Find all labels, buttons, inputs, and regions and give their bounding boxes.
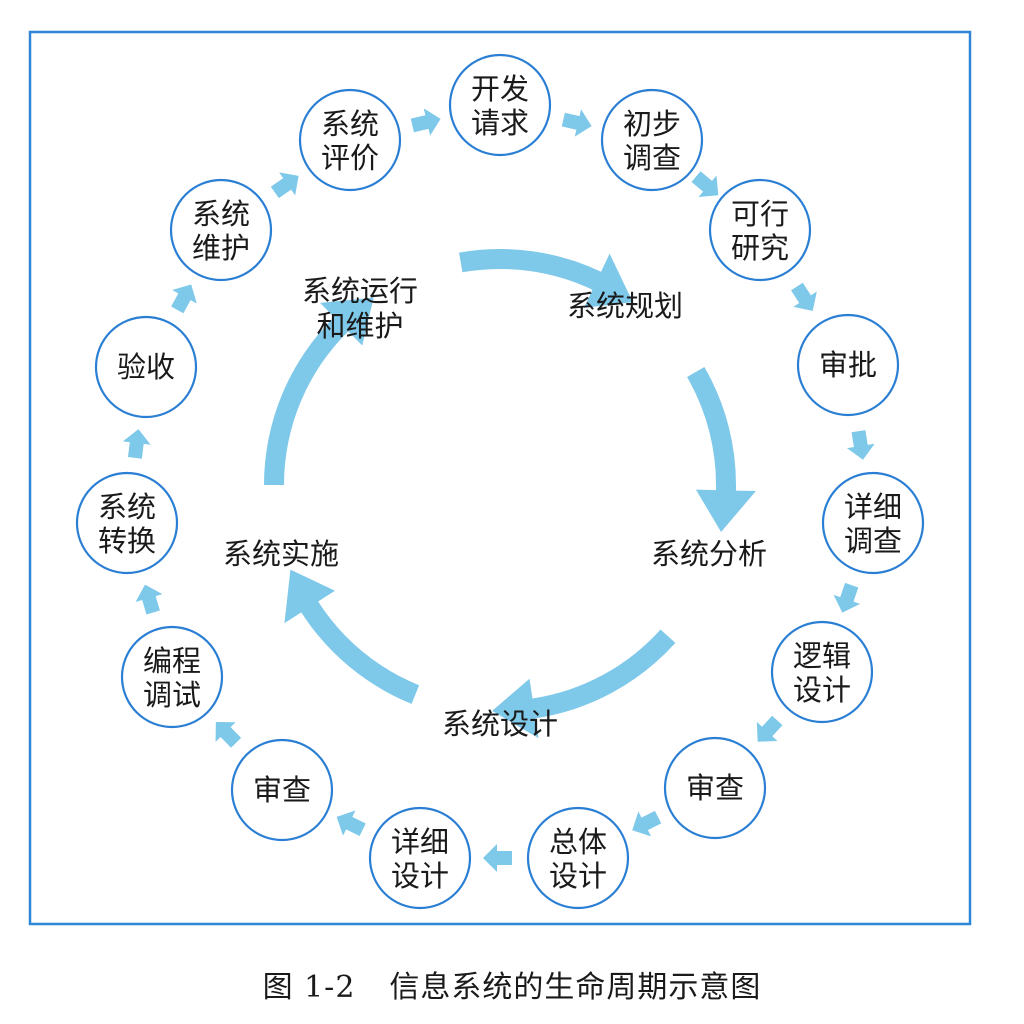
stage-node-label: 系统	[321, 107, 379, 141]
phase-arrow	[284, 569, 420, 704]
stage-node-label: 详细	[844, 490, 902, 524]
caption-number: 图 1-2	[262, 970, 356, 1005]
stage-node-label: 调试	[143, 678, 201, 712]
stage-arrow	[632, 810, 662, 837]
stage-arrows	[122, 108, 875, 872]
stage-node-circle	[120, 625, 224, 729]
stage-node-label: 维护	[192, 231, 250, 265]
stage-node-label: 转换	[98, 524, 156, 558]
stage-node-label: 请求	[471, 106, 529, 140]
stage-node-label: 调查	[623, 141, 681, 175]
stage-node-label: 审查	[253, 773, 311, 807]
stage-arrow	[135, 584, 163, 615]
stage-node: 审查	[663, 736, 767, 840]
stage-arrow	[483, 844, 512, 872]
stage-arrow	[756, 715, 783, 742]
stage-node-label: 研究	[731, 231, 789, 265]
stage-node-label: 系统	[192, 197, 250, 231]
stage-node-label: 编程	[143, 644, 201, 678]
stage-node-circle	[230, 738, 334, 842]
phase-operation-label-line1: 系统运行	[302, 274, 418, 308]
stage-node-label: 详细	[391, 825, 449, 859]
stage-arrow	[791, 282, 817, 311]
stage-node-label: 评价	[321, 141, 379, 175]
stage-node-circle	[169, 178, 273, 282]
stage-arrow	[215, 722, 242, 748]
stage-node-label: 设计	[793, 673, 851, 707]
stage-node-label: 系统	[98, 490, 156, 524]
stage-node-label: 可行	[731, 197, 789, 231]
caption-title: 信息系统的生命周期示意图	[389, 970, 762, 1005]
stage-nodes: 开发请求初步调查可行研究审批详细调查逻辑设计审查总体设计详细设计审查编程调试系统…	[75, 53, 925, 910]
phase-planning-label: 系统规划	[567, 289, 683, 323]
stage-node: 审批	[796, 313, 900, 417]
stage-node-circle	[368, 806, 472, 910]
phase-arrow	[264, 297, 374, 485]
stage-node-label: 审查	[686, 771, 744, 805]
stage-node-circle	[663, 736, 767, 840]
stage-arrow	[270, 172, 299, 199]
stage-node-circle	[770, 620, 874, 724]
stage-node-circle	[75, 471, 179, 575]
stage-node-label: 初步	[623, 107, 681, 141]
figure-frame	[28, 30, 972, 926]
phase-arrows	[264, 249, 756, 739]
stage-node: 验收	[94, 315, 198, 419]
phase-arrow	[492, 629, 676, 739]
stage-node-label: 逻辑	[793, 639, 851, 673]
stage-node-label: 审批	[819, 348, 877, 382]
stage-arrow	[336, 810, 366, 837]
stage-arrow	[691, 171, 719, 198]
stage-arrow	[410, 108, 441, 136]
stage-node: 审查	[230, 738, 334, 842]
stage-arrow	[171, 284, 197, 314]
phase-analysis-label: 系统分析	[651, 537, 767, 571]
stage-node-label: 验收	[117, 350, 175, 384]
stage-node-circle	[600, 88, 704, 192]
stage-arrow	[846, 430, 875, 460]
stage-arrow	[122, 429, 151, 459]
stage-node-circle	[448, 53, 552, 157]
stage-node-circle	[526, 806, 630, 910]
phase-implementation-label: 系统实施	[223, 537, 339, 571]
stage-node-circle	[298, 88, 402, 192]
stage-node-circle	[821, 471, 925, 575]
stage-node-label: 开发	[471, 72, 529, 106]
stage-node-circle	[94, 315, 198, 419]
phase-operation-label-line2: 和维护	[316, 309, 403, 343]
stage-node-label: 设计	[391, 859, 449, 893]
stage-node-label: 总体	[549, 825, 607, 859]
stage-node-label: 调查	[844, 524, 902, 558]
stage-node-label: 设计	[549, 859, 607, 893]
stage-node-circle	[708, 178, 812, 282]
figure-caption: 图 1-2 信息系统的生命周期示意图	[0, 962, 1024, 1006]
phase-design-label: 系统设计	[442, 707, 558, 741]
stage-node-circle	[796, 313, 900, 417]
stage-arrow	[833, 582, 861, 613]
phase-arrow	[459, 249, 633, 308]
phase-arrow	[687, 367, 756, 532]
stage-arrow	[561, 109, 592, 137]
